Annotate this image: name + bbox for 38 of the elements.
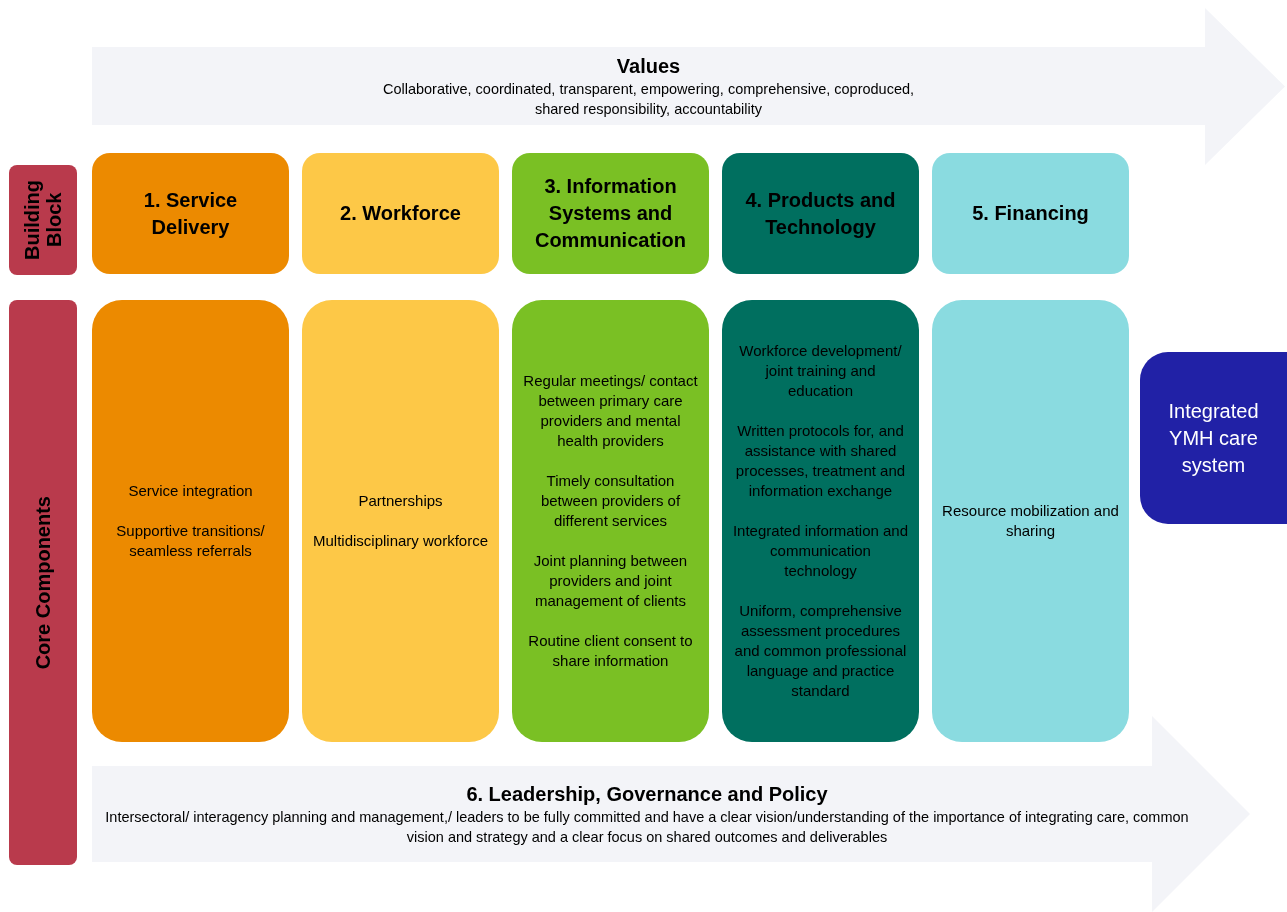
row-label: Building Block bbox=[21, 179, 65, 262]
component-column bbox=[932, 300, 1129, 742]
row-label-bar bbox=[9, 165, 77, 275]
building-block-box bbox=[722, 153, 919, 274]
component-column bbox=[722, 300, 919, 742]
component-text: Written protocols for, and assistance with shared processes, treatment and information exchange bbox=[734, 421, 907, 501]
component-text: Timely consultation between providers of different services bbox=[539, 471, 682, 531]
component-column bbox=[512, 300, 709, 742]
banner-title: 6. Leadership, Governance and Policy bbox=[466, 781, 828, 807]
component-text: Service integration bbox=[128, 481, 253, 501]
row-label-bar bbox=[9, 300, 77, 865]
component-text: Routine client consent to share information bbox=[527, 631, 694, 671]
component-text: Workforce development/ joint training and education bbox=[738, 341, 903, 401]
building-block-title: 5. Financing bbox=[972, 201, 1089, 226]
building-block-title: 4. Products and Technology bbox=[744, 187, 897, 240]
banner-title: Values bbox=[616, 53, 681, 79]
building-block-box bbox=[92, 153, 289, 274]
building-block-title: 2. Workforce bbox=[340, 201, 461, 226]
component-column bbox=[92, 300, 289, 742]
component-text: Resource mobilization and sharing bbox=[942, 501, 1119, 541]
building-block-title: 3. Information Systems and Communication bbox=[533, 174, 688, 253]
building-block-box bbox=[932, 153, 1129, 274]
outcome-title: Integrated YMH care system bbox=[1167, 398, 1260, 478]
component-text: Partnerships bbox=[358, 491, 443, 511]
component-text: Regular meetings/ contact between primary care providers and mental health providers bbox=[522, 371, 699, 451]
component-text: Supportive transitions/ seamless referrals bbox=[115, 521, 266, 561]
row-label: Core Components bbox=[32, 495, 54, 670]
banner-text: Collaborative, coordinated, transparent, empowering, comprehensive, coproduced, shared responsibility, accountability bbox=[381, 79, 916, 119]
component-text: Uniform, comprehensive assessment procedures and common professional language and practice standard bbox=[733, 601, 908, 701]
outcome-box bbox=[1140, 352, 1287, 524]
building-block-box bbox=[512, 153, 709, 274]
building-block-title: 1. Service Delivery bbox=[142, 187, 239, 240]
component-text: Multidisciplinary workforce bbox=[312, 531, 489, 551]
building-block-box bbox=[302, 153, 499, 274]
banner-text: Intersectoral/ interagency planning and management,/ leaders to be fully committed and have a clear vision/understanding of the importance of integrating care, common vision and strategy and a clear focus on shared outcomes and deliverables bbox=[104, 807, 1190, 847]
component-column bbox=[302, 300, 499, 742]
component-text: Integrated information and communication technology bbox=[732, 521, 909, 581]
component-text: Joint planning between providers and joint management of clients bbox=[532, 551, 689, 611]
